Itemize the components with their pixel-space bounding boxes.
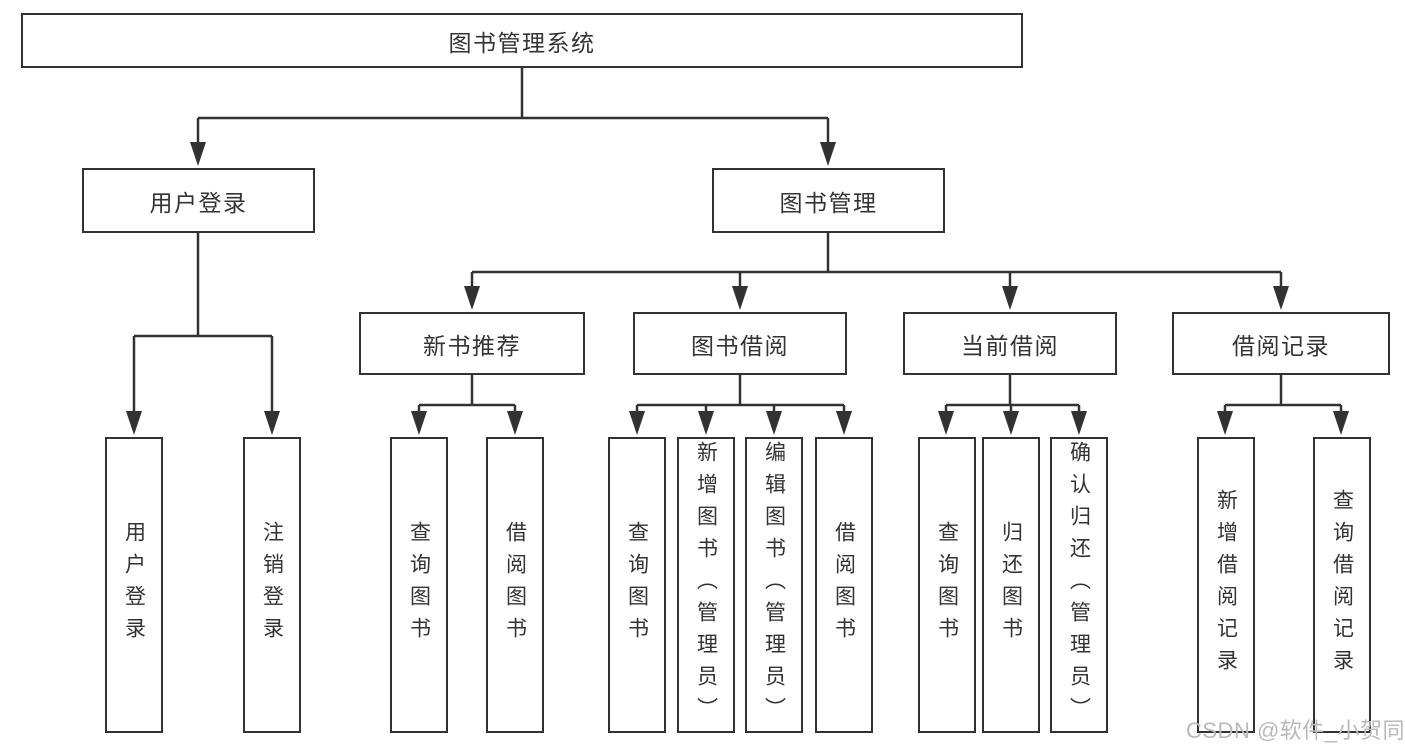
csdn-watermark: CSDN @软件_小贺同学 [1186, 718, 1405, 743]
arrowhead-icon [1333, 411, 1349, 435]
arrowhead-icon [629, 411, 645, 435]
arrowhead-icon [1002, 286, 1018, 310]
node-borrowing-records-label: 借阅记录 [1232, 332, 1330, 359]
arrowhead-icon [836, 411, 852, 435]
node-book-management: 图书管理 [712, 168, 945, 233]
leaf-borrow-books-borrowing: 借阅图书 [815, 437, 873, 733]
leaf-query-books-borrowing: 查询图书 [608, 437, 666, 733]
node-user-login: 用户登录 [82, 168, 315, 233]
leaf-confirm-return-admin: 确认归还（管理员） [1050, 437, 1108, 733]
leaf-add-borrow-record: 新增借阅记录 [1197, 437, 1255, 733]
connector-path [944, 375, 1081, 413]
arrowhead-icon [1217, 411, 1233, 435]
leaf-query-borrow-record-label: 查询借阅记录 [1330, 489, 1354, 681]
node-book-management-label: 图书管理 [779, 189, 878, 216]
node-borrowing-records: 借阅记录 [1172, 312, 1390, 375]
connector-path [132, 233, 274, 413]
leaf-query-books-current-label: 查询图书 [935, 521, 959, 649]
connector-path [196, 68, 830, 144]
leaf-user-login-label: 用户登录 [122, 521, 146, 649]
arrowhead-icon [766, 411, 782, 435]
arrowhead-icon [938, 411, 954, 435]
node-user-login-label: 用户登录 [149, 189, 248, 216]
arrowhead-icon [1003, 411, 1019, 435]
leaf-borrow-books-borrowing-label: 借阅图书 [832, 521, 856, 649]
arrowhead-icon [820, 142, 836, 166]
arrowhead-icon [264, 411, 280, 435]
arrowhead-icon [1071, 411, 1087, 435]
arrowhead-icon [1273, 286, 1289, 310]
leaf-add-books-admin-label: 新增图书（管理员） [694, 441, 718, 729]
leaf-query-books-recommend: 查询图书 [390, 437, 448, 733]
node-current-borrowing: 当前借阅 [903, 312, 1117, 375]
leaf-user-login: 用户登录 [105, 437, 163, 733]
leaf-return-books: 归还图书 [982, 437, 1040, 733]
arrowhead-icon [411, 411, 427, 435]
node-new-book-recommend-label: 新书推荐 [423, 332, 521, 359]
leaf-borrow-books-recommend: 借阅图书 [486, 437, 544, 733]
leaf-edit-books-admin-label: 编辑图书（管理员） [762, 441, 786, 729]
node-current-borrowing-label: 当前借阅 [961, 332, 1059, 359]
connector-path [1223, 375, 1343, 413]
node-new-book-recommend: 新书推荐 [359, 312, 585, 375]
connector-path [635, 375, 846, 413]
leaf-query-borrow-record: 查询借阅记录 [1313, 437, 1371, 733]
leaf-add-books-admin: 新增图书（管理员） [677, 437, 735, 733]
node-library-system: 图书管理系统 [21, 13, 1023, 68]
leaf-confirm-return-admin-label: 确认归还（管理员） [1067, 441, 1091, 729]
node-library-system-label: 图书管理系统 [448, 29, 596, 56]
node-book-borrowing: 图书借阅 [633, 312, 847, 375]
leaf-logout: 注销登录 [243, 437, 301, 733]
leaf-edit-books-admin: 编辑图书（管理员） [745, 437, 803, 733]
arrowhead-icon [698, 411, 714, 435]
arrowhead-icon [507, 411, 523, 435]
arrowhead-icon [464, 286, 480, 310]
arrowhead-icon [732, 286, 748, 310]
node-book-borrowing-label: 图书借阅 [691, 332, 789, 359]
leaf-borrow-books-recommend-label: 借阅图书 [503, 521, 527, 649]
leaf-query-books-recommend-label: 查询图书 [407, 521, 431, 649]
arrowhead-icon [126, 411, 142, 435]
connector-path [417, 375, 517, 413]
leaf-return-books-label: 归还图书 [999, 521, 1023, 649]
leaf-logout-label: 注销登录 [260, 521, 284, 649]
arrowhead-icon [190, 142, 206, 166]
leaf-query-books-borrowing-label: 查询图书 [625, 521, 649, 649]
leaf-query-books-current: 查询图书 [918, 437, 976, 733]
connector-path [470, 233, 1283, 288]
leaf-add-borrow-record-label: 新增借阅记录 [1214, 489, 1238, 681]
